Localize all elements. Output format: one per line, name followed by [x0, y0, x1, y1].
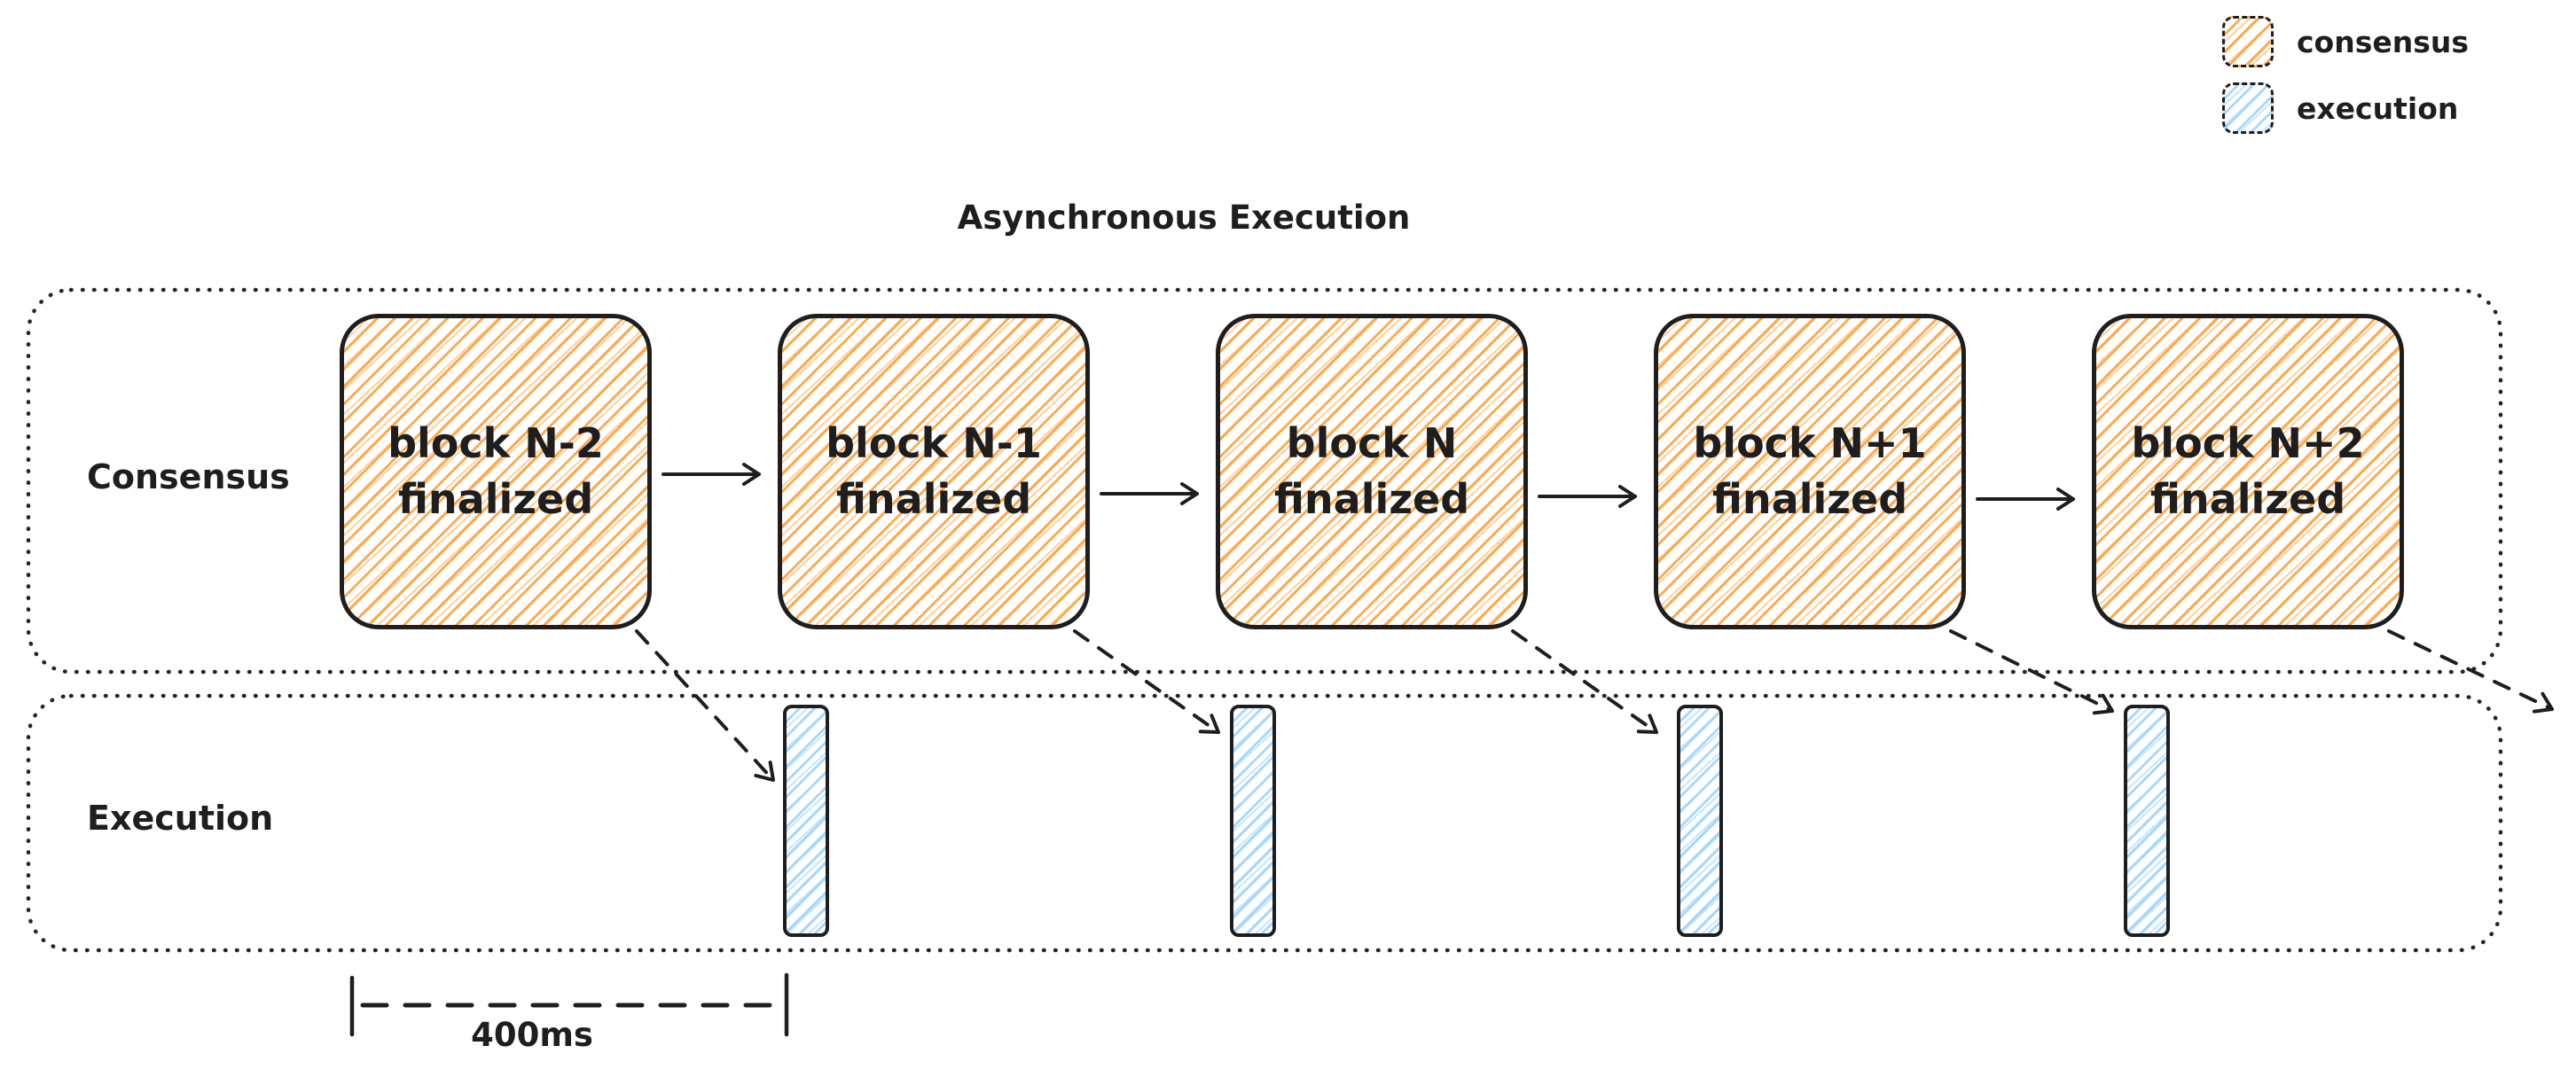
finalize-to-execution-arrows — [635, 629, 2554, 782]
measurement-400ms — [349, 972, 789, 1037]
consensus-block-n-2: block N-2 finalized — [340, 314, 652, 629]
execution-swatch-icon — [2222, 82, 2274, 134]
dashed-arrow-icon — [1511, 629, 1658, 734]
dashed-arrow-icon — [1949, 629, 2114, 715]
legend-item-execution: execution — [2222, 82, 2469, 134]
dashed-arrow-icon — [2387, 629, 2554, 714]
execution-bar — [1677, 705, 1723, 937]
consensus-block-n: block N finalized — [1216, 314, 1528, 629]
execution-lane-label: Execution — [87, 799, 274, 838]
measurement-label: 400ms — [471, 1016, 593, 1054]
block-label: block N-2 finalized — [388, 418, 604, 523]
dashed-arrow-icon — [1073, 629, 1220, 734]
execution-bar — [1230, 705, 1276, 937]
consensus-block-n-plus-1: block N+1 finalized — [1654, 314, 1966, 629]
block-flow-arrows — [662, 463, 2075, 511]
legend-label: consensus — [2297, 24, 2470, 59]
block-label: block N-1 finalized — [826, 418, 1042, 523]
execution-bar — [783, 705, 829, 937]
consensus-lane-label: Consensus — [87, 457, 290, 496]
legend-item-consensus: consensus — [2222, 16, 2469, 67]
legend-label: execution — [2297, 90, 2459, 126]
dashed-arrow-icon — [635, 629, 775, 782]
consensus-block-n-1: block N-1 finalized — [778, 314, 1090, 629]
block-label: block N finalized — [1273, 418, 1470, 523]
consensus-swatch-icon — [2222, 16, 2274, 67]
consensus-lane-container — [26, 287, 2503, 675]
execution-bar — [2124, 705, 2170, 937]
legend: consensus execution — [2222, 16, 2469, 134]
block-label: block N+2 finalized — [2131, 418, 2365, 523]
block-label: block N+1 finalized — [1693, 418, 1927, 523]
page-title: Asynchronous Execution — [957, 199, 1411, 237]
execution-lane-container — [26, 693, 2503, 953]
consensus-block-n-plus-2: block N+2 finalized — [2092, 314, 2404, 629]
